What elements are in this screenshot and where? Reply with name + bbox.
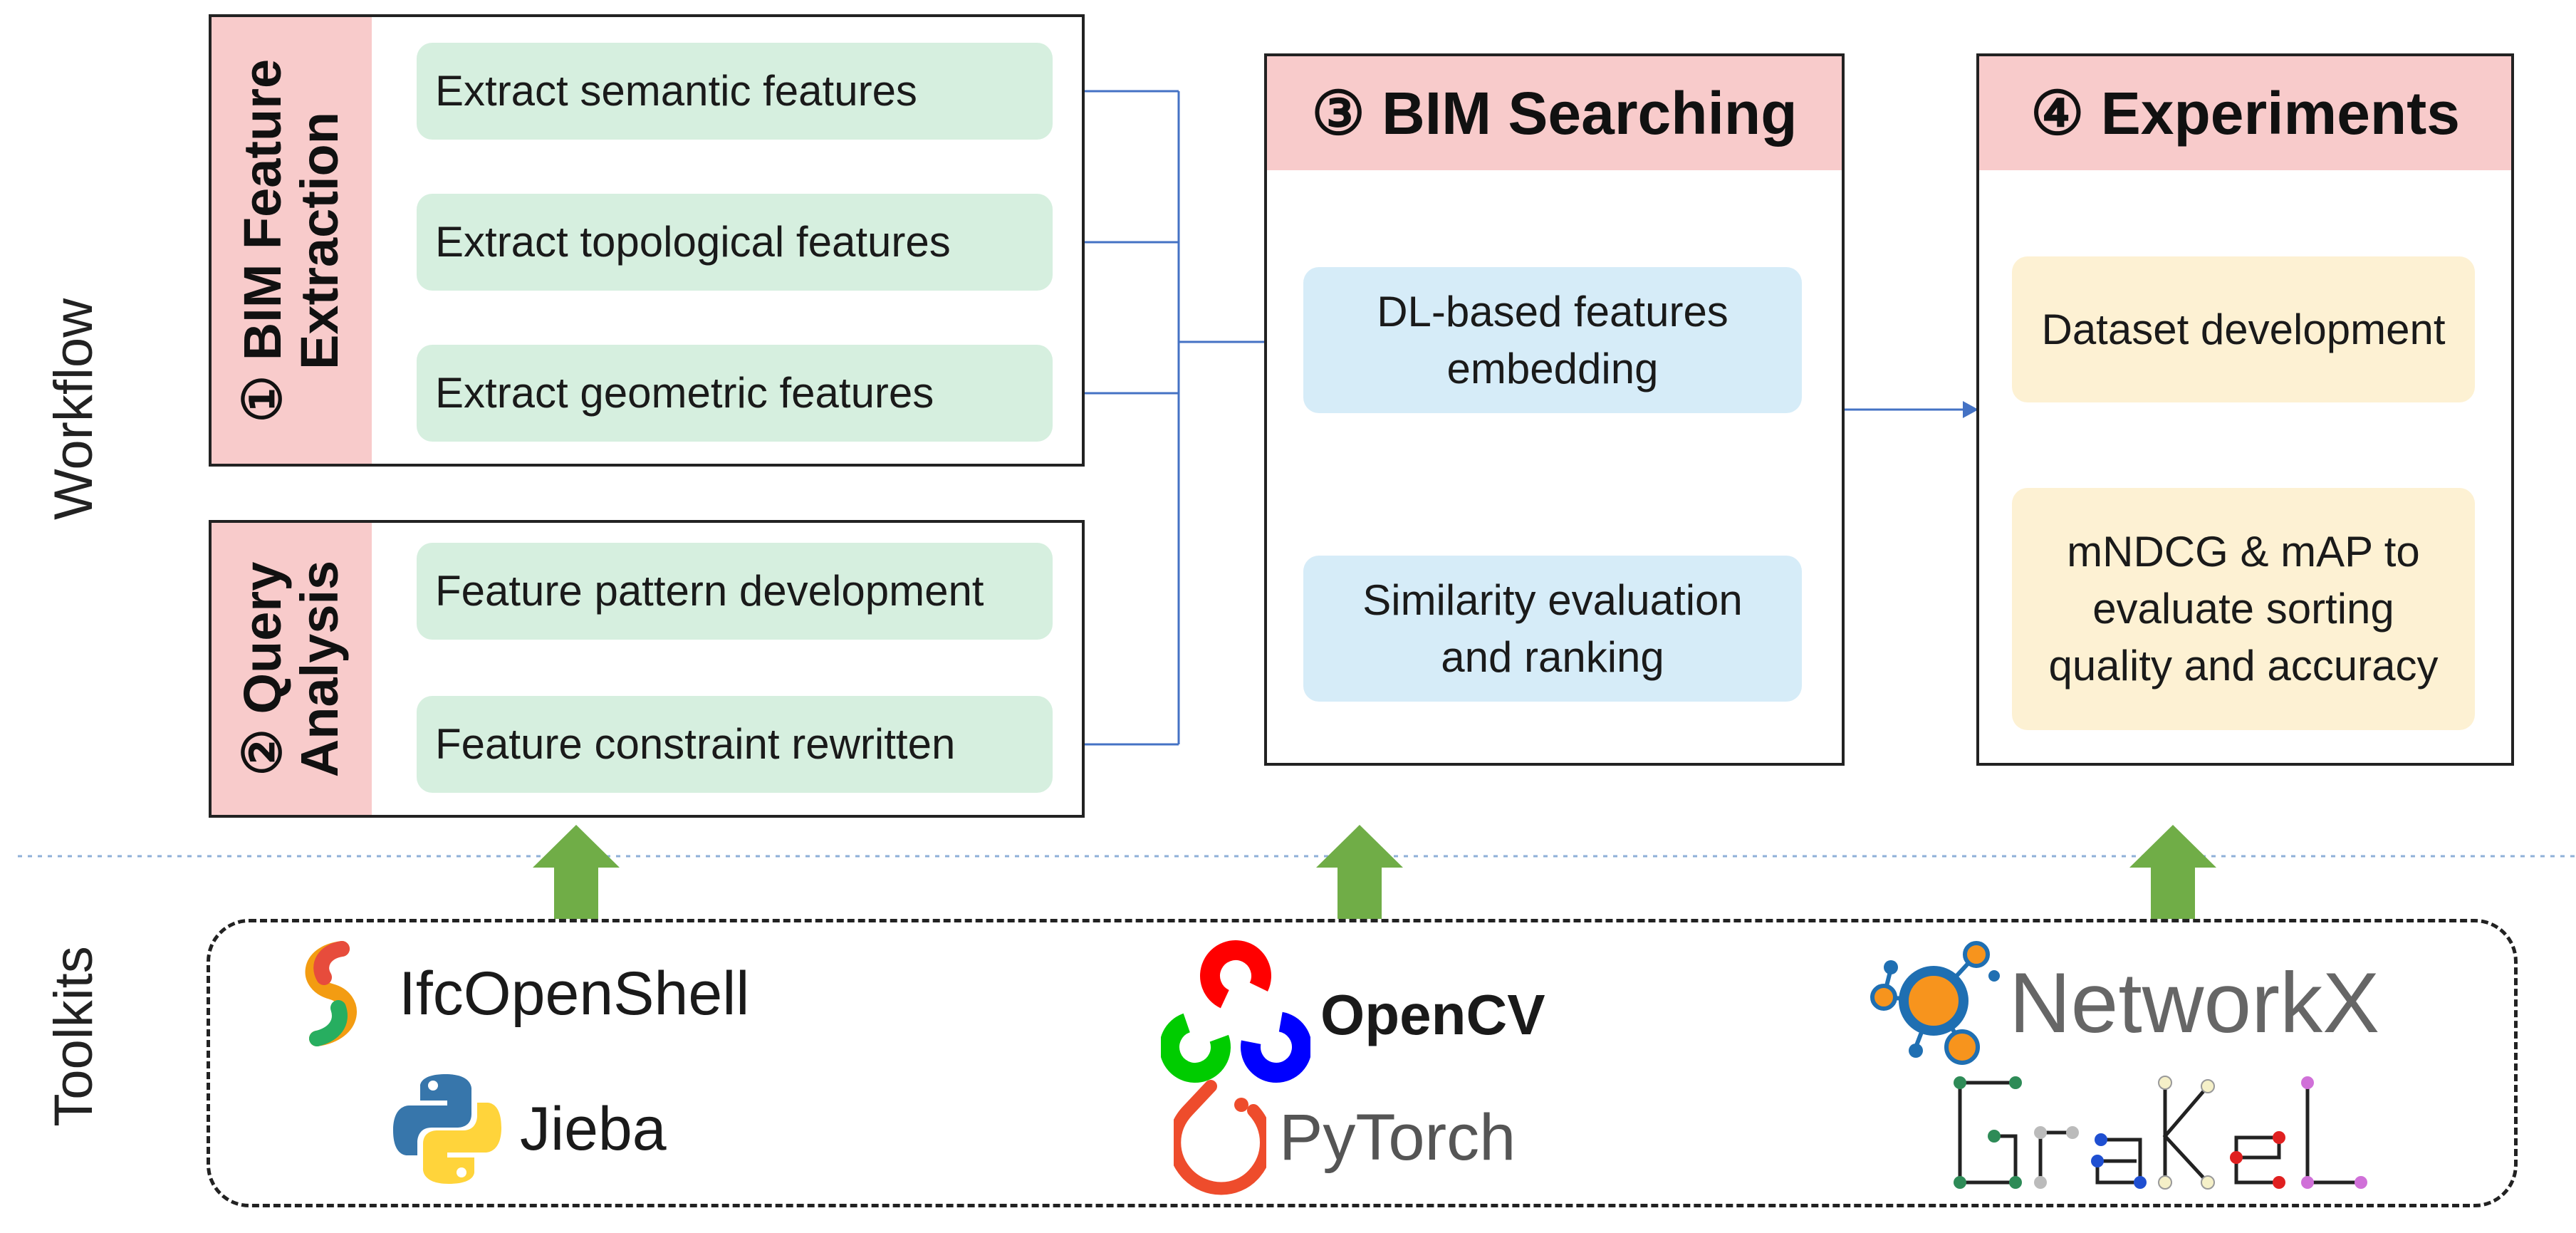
ifcopenshell-logo-icon: [305, 941, 357, 1046]
stage2-title-line1: ② Query: [233, 561, 293, 776]
jieba-label: Jieba: [520, 1094, 667, 1163]
jieba-toolkit: Jieba: [390, 1068, 667, 1190]
dl-embedding-line1: DL-based features: [1377, 287, 1728, 335]
stage1-title: ① BIM Feature Extraction: [233, 58, 350, 422]
upload-arrow-icon: [533, 825, 620, 919]
stage2-header: ② Query Analysis: [212, 523, 372, 815]
opencv-label: OpenCV: [1320, 983, 1545, 1046]
networkx-label: NetworkX: [2009, 954, 2380, 1051]
toolkits-container: [207, 919, 2518, 1207]
opencv-logo-icon: [1161, 940, 1310, 1083]
grakel-logo: [1954, 1076, 2367, 1190]
networkx-logo-icon: [1870, 941, 2000, 1065]
extract-geometric-box: Extract geometric features: [417, 345, 1053, 442]
similarity-line2: and ranking: [1441, 633, 1664, 681]
upload-arrow-icon: [2129, 825, 2216, 919]
ifcopenshell-label: IfcOpenShell: [399, 959, 750, 1028]
mndcg-line2: evaluate sorting: [2092, 585, 2394, 633]
pytorch-label: PyTorch: [1279, 1101, 1516, 1174]
dl-embedding-line2: embedding: [1446, 344, 1659, 392]
stage3-header: ③ BIM Searching: [1267, 56, 1842, 170]
extract-topological-box: Extract topological features: [417, 194, 1053, 291]
dataset-development-box: Dataset development: [2012, 256, 2475, 402]
networkx-toolkit: NetworkX: [1862, 933, 2379, 1072]
mndcg-map-box: mNDCG & mAP to evaluate sorting quality …: [2012, 488, 2475, 730]
stage4-header: ④ Experiments: [1979, 56, 2511, 170]
python-logo-icon: [393, 1074, 501, 1184]
extract-semantic-box: Extract semantic features: [417, 43, 1053, 140]
stage1-title-line1: ① BIM Feature: [233, 58, 293, 422]
pytorch-logo-icon: [1174, 1079, 1266, 1195]
mndcg-line3: quality and accuracy: [2048, 642, 2439, 690]
pytorch-toolkit: PyTorch: [1174, 1076, 1516, 1200]
similarity-line1: Similarity evaluation: [1362, 576, 1743, 624]
stage1-title-line2: Extraction: [290, 111, 350, 370]
mndcg-line1: mNDCG & mAP to: [2067, 528, 2420, 576]
similarity-ranking-box: Similarity evaluation and ranking: [1303, 556, 1802, 702]
dl-embedding-box: DL-based features embedding: [1303, 267, 1802, 413]
feature-constraint-box: Feature constraint rewritten: [417, 696, 1053, 793]
upload-arrow-icon: [1316, 825, 1403, 919]
stage2-title: ② Query Analysis: [233, 560, 350, 778]
ifcopenshell-toolkit: IfcOpenShell: [292, 940, 749, 1047]
opencv-toolkit: OpenCV: [1161, 940, 1545, 1090]
stage1-header: ① BIM Feature Extraction: [212, 17, 372, 464]
feature-pattern-box: Feature pattern development: [417, 543, 1053, 640]
stage2-title-line2: Analysis: [290, 560, 350, 778]
